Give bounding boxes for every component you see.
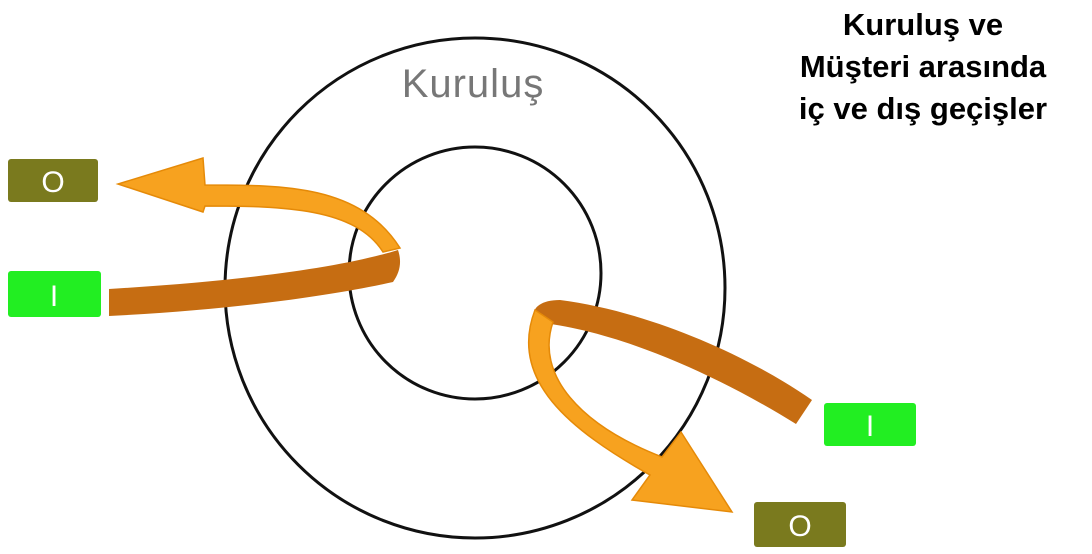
caption-line-2: Müşteri arasında xyxy=(758,46,1088,88)
right-input-label: I xyxy=(866,410,874,443)
left-input-box: I xyxy=(8,271,101,317)
right-output-box: O xyxy=(754,502,846,547)
right-input-box: I xyxy=(824,403,916,446)
caption-line-3: iç ve dış geçişler xyxy=(758,88,1088,130)
diagram-caption: Kuruluş ve Müşteri arasında iç ve dış ge… xyxy=(758,4,1088,130)
left-incoming-band xyxy=(109,250,400,316)
left-output-label: O xyxy=(41,166,64,199)
right-output-label: O xyxy=(788,510,811,543)
left-outgoing-arrow xyxy=(118,158,400,252)
left-input-label: I xyxy=(50,280,58,313)
outer-circle-label: Kuruluş xyxy=(402,62,545,106)
left-output-box: O xyxy=(8,159,98,202)
caption-line-1: Kuruluş ve xyxy=(758,4,1088,46)
